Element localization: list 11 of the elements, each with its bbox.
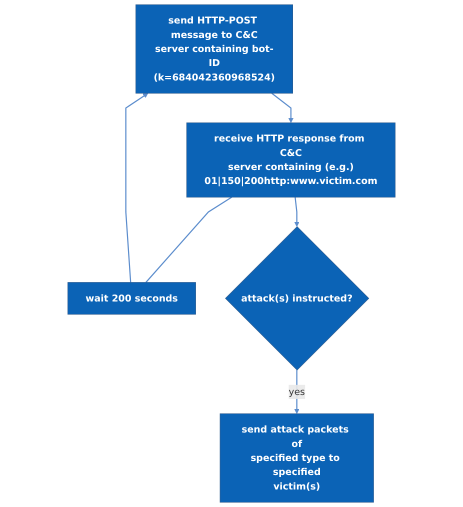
arrow — [294, 370, 300, 414]
node-box: receive HTTP response from C&C server containing (e.g.) 01|150|200http:www.victim.com — [186, 122, 396, 198]
arrow — [125, 93, 148, 282]
arrow — [271, 92, 294, 124]
node-box: wait 200 seconds — [68, 282, 196, 315]
edge-label: yes — [288, 386, 305, 398]
arrow — [294, 197, 300, 227]
node-box: send HTTP-POST message to C&C server containing bot-ID (k=684042360968524) — [136, 4, 293, 94]
connector — [145, 196, 232, 283]
node-box: send attack packets of specified type to specified victim(s) — [220, 413, 374, 503]
node-diamond: attack(s) instructed? — [225, 226, 370, 370]
